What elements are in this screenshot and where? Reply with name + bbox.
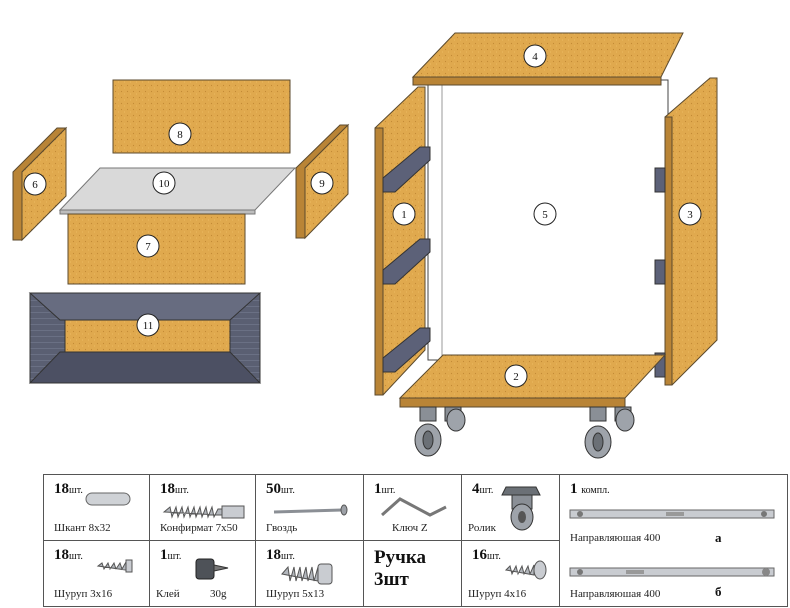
qty-unit: шт. [167, 551, 182, 562]
hardware-label: Шкант 8x32 [54, 522, 111, 534]
part-1-left-side: 1 [374, 86, 431, 396]
part-9-drawer-side: 9 [295, 123, 350, 240]
confirmat-screw-icon [162, 505, 245, 519]
hardware-label: Клей [156, 588, 180, 600]
caster-wheel [444, 406, 466, 432]
drawer-runner-icon [569, 567, 775, 577]
caster-wheel [614, 406, 635, 432]
part-number-1: 1 [401, 209, 407, 221]
qty-unit: шт. [479, 485, 494, 496]
part-8-drawer-back: 8 [112, 79, 291, 154]
part-number-2: 2 [513, 371, 519, 383]
screw-icon [96, 559, 133, 573]
qty-value: 18 [54, 481, 69, 497]
hardware-label: Конфирмат 7x50 [160, 522, 238, 534]
hardware-glue: 1шт. Клей 30g [149, 540, 256, 607]
part-number-11: 11 [143, 320, 154, 332]
runner-label-b: Направляюшая 400 [570, 588, 661, 600]
dowel-icon [85, 492, 131, 506]
qty-unit: шт. [381, 485, 396, 496]
qty-unit: шт. [175, 485, 189, 496]
qty-value: 1 [374, 481, 382, 497]
part-6-drawer-side: 6 [12, 126, 68, 242]
part-number-8: 8 [177, 129, 183, 141]
qty-value: 4 [472, 481, 480, 497]
qty-value: 18 [160, 481, 175, 497]
part-number-4: 4 [532, 51, 538, 63]
qty-unit: шт. [281, 485, 295, 496]
screw-icon [504, 560, 547, 580]
qty-value: 18 [266, 547, 281, 563]
hardware-label: Ролик [468, 522, 496, 534]
drawer-runner-icon [569, 509, 775, 519]
runner-variant-b: б [715, 584, 722, 599]
hardware-nail: 50шт. Гвоздь [255, 474, 364, 541]
part-number-3: 3 [687, 209, 693, 221]
part-4-top-panel: 4 [411, 32, 684, 86]
qty-value: 50 [266, 481, 281, 497]
part-11-fibreboard-bottom: 11 [28, 292, 262, 384]
handle-label: Ручка [374, 547, 426, 568]
part-number-9: 9 [319, 178, 325, 190]
z-key-icon [381, 497, 447, 517]
hardware-z-key: 1шт. Ключ Z [363, 474, 462, 541]
hardware-caster: 4шт. Ролик [461, 474, 560, 541]
hardware-confirmat: 18шт. Конфирмат 7x50 [149, 474, 256, 541]
qty-value: 1 [570, 481, 578, 497]
hardware-label: Шуруп 4x16 [468, 588, 527, 600]
part-5-back-panel: 5 [427, 79, 669, 361]
hardware-screw-3x16: 18шт. Шуруп 3x16 [43, 540, 150, 607]
glue-bottle-icon [195, 558, 229, 580]
qty-unit: шт. [281, 551, 295, 562]
part-7-drawer-front: 7 [67, 213, 246, 285]
qty-value: 18 [54, 547, 69, 563]
part-10-drawer-bottom: 10 [58, 167, 297, 215]
qty-unit: шт. [69, 551, 83, 562]
caster-wheel [584, 406, 612, 459]
hardware-label: Шуруп 5x13 [266, 588, 325, 600]
hardware-label: Гвоздь [266, 522, 298, 534]
caster-wheel [414, 406, 442, 457]
furniture-assembly-diagram: 8 6 10 9 7 11 5 [12, 32, 718, 459]
hardware-screw-4x16: 16шт. Шуруп 4x16 [461, 540, 560, 607]
qty-value: 1 [160, 547, 168, 563]
runner-label-a: Направляюшая 400 [570, 532, 661, 544]
hardware-table: 18шт. Шкант 8x32 18шт. Конфирмат 7x50 50… [43, 474, 788, 607]
hardware-label: Шуруп 3x16 [54, 588, 113, 600]
euro-screw-icon [281, 563, 333, 585]
hardware-label: Ключ Z [392, 522, 428, 534]
part-number-7: 7 [145, 241, 151, 253]
runner-variant-a: а [715, 530, 722, 545]
handle-qty: 3шт [374, 569, 409, 590]
hardware-dowel: 18шт. Шкант 8x32 [43, 474, 150, 541]
qty-value: 16 [472, 547, 487, 563]
nail-icon [273, 504, 348, 516]
caster-wheels [414, 406, 635, 459]
part-2-bottom-panel: 2 [398, 354, 667, 408]
part-number-6: 6 [32, 179, 38, 191]
caster-wheel-icon [501, 486, 541, 531]
part-3-right-side: 3 [654, 77, 718, 386]
hardware-screw-5x13: 18шт. Шуруп 5x13 [255, 540, 364, 607]
qty-unit: шт. [487, 551, 501, 562]
part-number-10: 10 [159, 178, 171, 190]
glue-amount: 30g [210, 588, 227, 600]
qty-unit: компл. [581, 485, 610, 496]
hardware-drawer-runners: 1 компл. Направляюшая 400 а Направляюшая… [559, 474, 788, 607]
qty-unit: шт. [69, 485, 83, 496]
part-number-5: 5 [542, 209, 548, 221]
